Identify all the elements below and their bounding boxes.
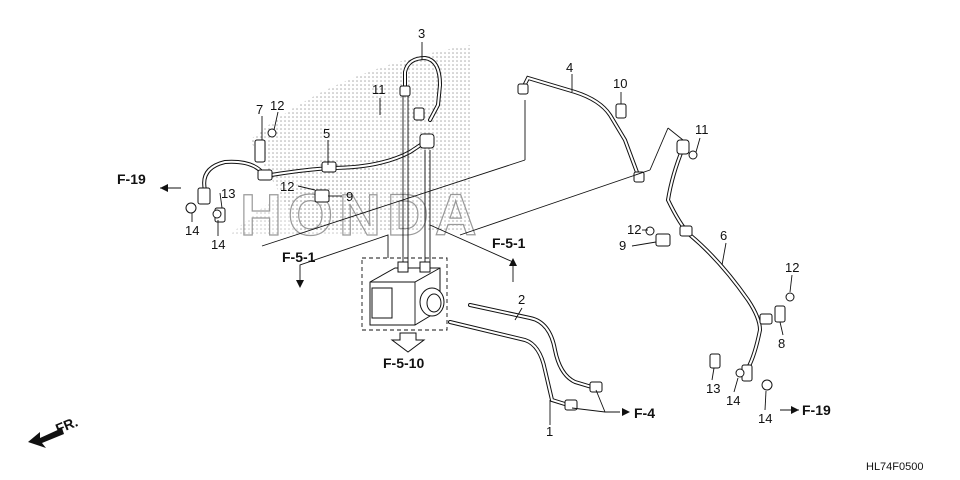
- callout-6: 6: [720, 228, 727, 243]
- callout-12: 12: [280, 179, 294, 194]
- reference-arrows: [28, 184, 799, 448]
- front-label: FR.: [53, 413, 80, 436]
- ref-f51-left[interactable]: F-5-1: [282, 249, 316, 265]
- ref-f4[interactable]: F-4: [634, 405, 655, 421]
- callout-14: 14: [726, 393, 740, 408]
- honda-watermark-text: HONDA: [240, 183, 483, 248]
- callout-12: 12: [270, 98, 284, 113]
- pipe-4: [517, 75, 645, 183]
- honda-watermark: HONDA: [230, 45, 483, 249]
- callout-14: 14: [185, 223, 199, 238]
- ref-f19-left[interactable]: F-19: [117, 171, 146, 187]
- abs-feed-lines: [402, 96, 431, 265]
- arrow-down-icon: [296, 280, 304, 288]
- pipe-3: [399, 55, 443, 122]
- callout-13: 13: [221, 186, 235, 201]
- front-arrow-icon: [28, 428, 64, 448]
- callout-11: 11: [695, 122, 709, 137]
- callout-13: 13: [706, 381, 720, 396]
- hollow-arrow-down-icon: [390, 332, 426, 353]
- reference-labels: F-19 F-19 F-5-1 F-5-1 F-5-10 F-4: [117, 171, 831, 421]
- callout-9: 9: [346, 189, 353, 204]
- callout-10: 10: [613, 76, 627, 91]
- diagram-code: HL74F0500: [866, 461, 924, 473]
- hose-assembly-left: [185, 128, 435, 223]
- pipes-1-2: [448, 303, 620, 413]
- ref-f19-right[interactable]: F-19: [802, 402, 831, 418]
- callout-5: 5: [323, 126, 330, 141]
- ref-f510[interactable]: F-5-10: [383, 355, 424, 371]
- callout-11: 11: [372, 82, 386, 97]
- callout-7: 7: [256, 102, 263, 117]
- arrow-right-icon: [791, 406, 799, 414]
- callout-2: 2: [518, 292, 525, 307]
- ref-f51-right[interactable]: F-5-1: [492, 235, 526, 251]
- callout-12: 12: [785, 260, 799, 275]
- arrow-right-icon: [622, 408, 630, 416]
- callout-4: 4: [566, 60, 573, 75]
- arrow-left-icon: [160, 184, 168, 192]
- callout-numbers: 1 2 3 4 5 6 7 8 9 9 10 11 11 12 12 12 12…: [185, 26, 799, 439]
- callout-3: 3: [418, 26, 425, 41]
- abs-modulator: [361, 257, 448, 331]
- callout-8: 8: [778, 336, 785, 351]
- arrow-up-icon: [509, 258, 517, 266]
- callout-14: 14: [211, 237, 225, 252]
- hose-assembly-right: [645, 139, 795, 391]
- leader-lines: [160, 42, 799, 425]
- callout-12: 12: [627, 222, 641, 237]
- callout-1: 1: [546, 424, 553, 439]
- callout-14: 14: [758, 411, 772, 426]
- callout-9: 9: [619, 238, 626, 253]
